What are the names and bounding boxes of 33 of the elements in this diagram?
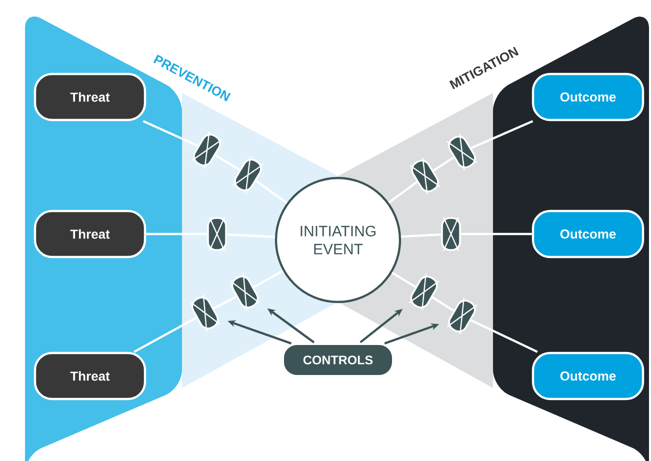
connector-line [133,316,197,353]
control-barrier [408,274,440,310]
connector-line [400,233,442,238]
control-barrier [232,156,264,194]
connector-line [432,156,454,172]
threat-box: Threat [34,72,146,122]
connector-line [255,180,288,204]
outcome-box: Outcome [532,352,644,400]
connector-line [253,270,284,288]
connector-line [146,232,208,236]
control-barrier [441,216,461,252]
outcome-box: Outcome [532,72,644,122]
connector-line [432,296,454,312]
connector-line [142,120,198,147]
control-barrier [410,158,440,194]
controls-label: CONTROLS [284,345,392,375]
control-barrier [192,132,222,168]
control-barrier [446,298,478,334]
control-barrier [207,216,227,252]
threat-box: Threat [34,210,146,258]
connector-line [214,154,240,171]
connector-line [470,319,538,353]
connector-line [460,232,532,236]
control-barrier [230,274,260,310]
control-barrier [446,134,478,170]
connector-line [226,233,276,238]
outcome-box: Outcome [532,210,644,258]
connector-line [388,181,418,204]
connector-line [213,296,237,310]
control-barrier [190,294,220,332]
connector-line [391,272,416,288]
threat-box: Threat [34,352,146,400]
connector-line [470,120,534,150]
